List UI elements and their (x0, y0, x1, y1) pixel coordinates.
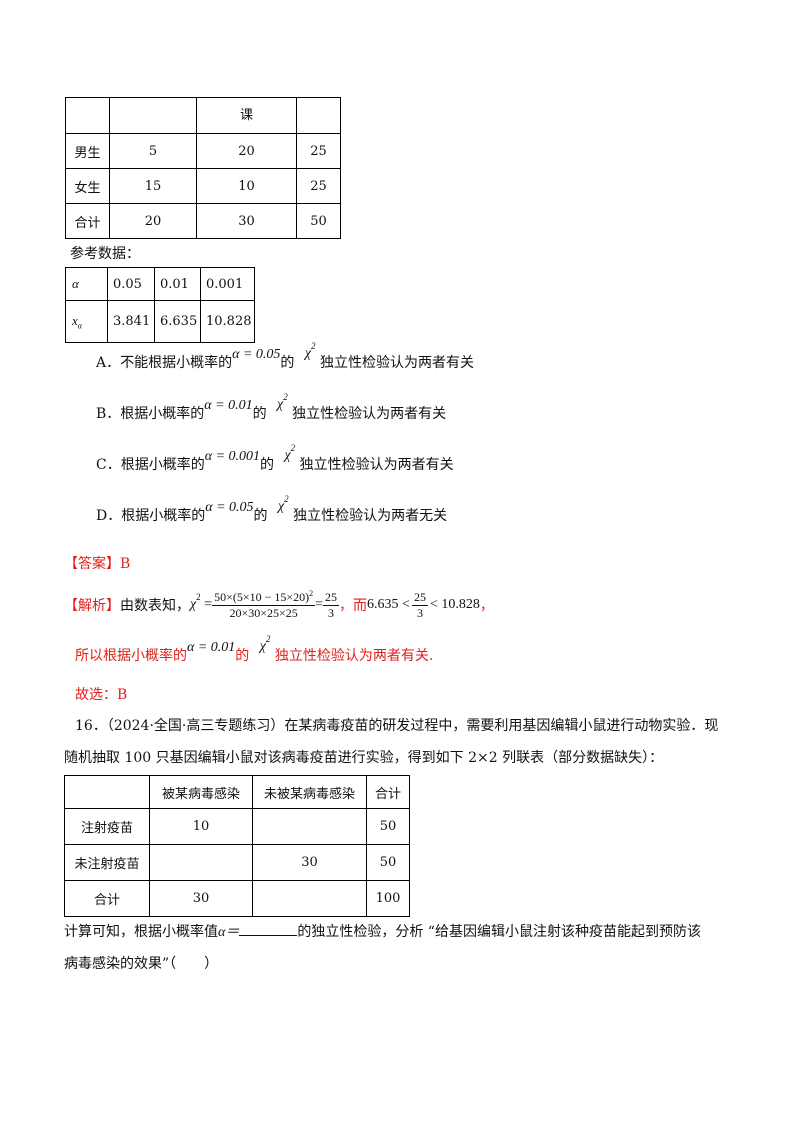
alpha-expr: α = 0.01 (204, 398, 253, 413)
table-cell: 50 (366, 844, 410, 881)
conclusion-text: 独立性检验认为两者有关. (274, 648, 434, 664)
table-cell: 合计 (366, 775, 410, 809)
table-cell: 课 (196, 97, 297, 134)
chi-symbol: χ2 (277, 494, 289, 514)
table-cell: 0.01 (154, 267, 201, 301)
table-gender-course: 课 男生 5 20 25 女生 15 10 25 合计 20 30 50 (65, 97, 341, 239)
table-cell: 合计 (64, 880, 150, 917)
table-cell: 10 (196, 168, 297, 204)
table-cell: 30 (252, 844, 367, 881)
option-c: C．根据小概率的α = 0.001的 χ2 独立性检验认为两者有关 (96, 443, 454, 474)
answer-blank (239, 923, 298, 936)
chi-symbol: χ2 (259, 634, 271, 654)
answer-value: B (120, 556, 131, 572)
option-text: 的 (260, 457, 275, 473)
table-cell: xα (65, 300, 108, 343)
table-cell: 20 (109, 203, 197, 239)
table-cell (252, 808, 367, 845)
option-a: A．不能根据小概率的α = 0.05的 χ2 独立性检验认为两者有关 (96, 341, 474, 372)
table-cell: 未被某病毒感染 (252, 775, 367, 809)
table-cell: α (65, 267, 108, 301)
chi-fraction: 50×(5×10 − 15×20)2 20×30×25×25 (212, 589, 316, 620)
reference-table: α 0.05 0.01 0.001 xα 3.841 6.635 10.828 (65, 267, 255, 343)
result-fraction: 25 3 (323, 589, 340, 620)
option-text: 独立性检验认为两者有关 (299, 457, 454, 473)
table-cell: 50 (366, 808, 410, 845)
chi-symbol: χ2 (284, 443, 296, 463)
question-16-line2: 随机抽取 100 只基因编辑小鼠对该病毒疫苗进行实验，得到如下 2×2 列联表（… (64, 750, 664, 766)
table-cell: 合计 (65, 203, 110, 239)
equals-sign: = (315, 597, 324, 612)
chi-expr: χ2 = (190, 592, 213, 612)
table-cell: 50 (296, 203, 341, 239)
table-cell: 注射疫苗 (64, 808, 150, 845)
option-text: A．不能根据小概率的 (96, 355, 233, 371)
inequality-fraction: 25 3 (411, 589, 428, 620)
reference-data-label: 参考数据： (70, 246, 140, 262)
option-d: D．根据小概率的α = 0.05的 χ2 独立性检验认为两者无关 (96, 494, 448, 525)
choose-line: 故选：B (75, 687, 128, 703)
analysis-comma: ， (479, 598, 494, 614)
table-cell: 10.828 (200, 300, 255, 343)
option-b: B．根据小概率的α = 0.01的 χ2 独立性检验认为两者有关 (96, 392, 447, 423)
option-text: 的 (252, 406, 267, 422)
table-cell: 3.841 (107, 300, 155, 343)
analysis: 【解析】 由数表知， χ2 = 50×(5×10 − 15×20)2 20×30… (64, 585, 494, 625)
question-16-line3: 计算可知，根据小概率值α＝ 的独立性检验，分析 “给基因编辑小鼠注射该种疫苗能起到… (64, 921, 701, 941)
table-cell (109, 97, 197, 134)
alpha-expr: α = 0.05 (232, 347, 281, 362)
table-cell: 6.635 (154, 300, 201, 343)
chi-symbol: χ2 (304, 341, 316, 361)
question-text: 计算可知，根据小概率值 (64, 924, 218, 940)
alpha-symbol: α＝ (218, 925, 240, 940)
chi-symbol: χ2 (277, 392, 288, 412)
table-cell: 0.001 (200, 267, 255, 301)
inequality-left: 6.635 < (367, 597, 410, 612)
alpha-expr: α = 0.05 (205, 500, 254, 515)
conclusion: 所以根据小概率的α = 0.01的 χ2 独立性检验认为两者有关. (75, 634, 434, 665)
table-cell: 10 (149, 808, 253, 845)
table-cell (149, 844, 253, 881)
conclusion-text: 的 (235, 648, 250, 664)
table-cell (64, 775, 150, 809)
table-cell: 女生 (65, 168, 110, 204)
conclusion-text: 所以根据小概率的 (75, 648, 187, 664)
option-text: 的 (253, 508, 268, 524)
table-cell: 20 (196, 133, 297, 169)
contingency-table: 被某病毒感染 未被某病毒感染 合计 注射疫苗 10 50 未注射疫苗 30 50… (64, 775, 410, 917)
question-text: 的独立性检验，分析 “给基因编辑小鼠注射该种疫苗能起到预防该 (297, 924, 701, 940)
table-cell: 5 (109, 133, 197, 169)
alpha-expr: α = 0.01 (187, 640, 236, 655)
table-cell: 25 (296, 168, 341, 204)
table-cell: 30 (149, 880, 253, 917)
table-cell: 未注射疫苗 (64, 844, 150, 881)
table-cell: 100 (366, 880, 410, 917)
question-16-line1: 16．（2024·全国·高三专题练习）在某病毒疫苗的研发过程中，需要利用基因编辑… (75, 718, 719, 734)
table-cell: 男生 (65, 133, 110, 169)
analysis-text: 而 (353, 598, 368, 614)
answer: 【答案】B (64, 553, 130, 573)
table-cell (296, 97, 341, 134)
inequality-right: < 10.828 (429, 597, 480, 612)
table-cell: 0.05 (107, 267, 155, 301)
table-cell (65, 97, 110, 134)
option-text: 的 (280, 355, 295, 371)
table-cell: 被某病毒感染 (149, 775, 253, 809)
alpha-expr: α = 0.001 (204, 449, 261, 464)
option-text: D．根据小概率的 (96, 508, 206, 524)
answer-label: 【答案】 (64, 556, 120, 572)
analysis-label: 【解析】 (64, 598, 120, 614)
option-text: B．根据小概率的 (96, 406, 205, 422)
option-text: C．根据小概率的 (96, 457, 205, 473)
analysis-comma: ， (339, 598, 354, 614)
analysis-text: 由数表知， (120, 598, 190, 614)
table-cell: 25 (296, 133, 341, 169)
question-16-line4: 病毒感染的效果”（ ） (64, 956, 219, 972)
option-text: 独立性检验认为两者无关 (293, 508, 448, 524)
table-cell (252, 880, 367, 917)
table-cell: 30 (196, 203, 297, 239)
table-cell: 15 (109, 168, 197, 204)
option-text: 独立性检验认为两者有关 (320, 355, 474, 371)
option-text: 独立性检验认为两者有关 (292, 406, 447, 422)
